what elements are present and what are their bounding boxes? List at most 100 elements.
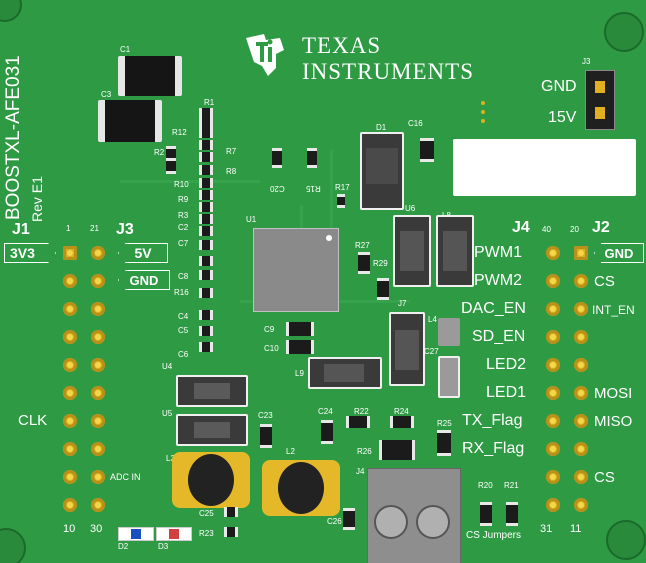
header-pin[interactable] (63, 330, 77, 344)
adc-label: ADC IN (110, 472, 141, 482)
header-pin[interactable] (574, 498, 588, 512)
header-pin[interactable] (574, 246, 588, 260)
via (481, 101, 485, 105)
resistor-r15 (307, 148, 317, 168)
j2-top-pin: 20 (570, 225, 579, 234)
v15-label: 15V (548, 109, 577, 126)
v33-tag: 3V3 (4, 243, 56, 263)
header-pin[interactable] (91, 498, 105, 512)
capacitor (199, 226, 213, 236)
resistor (199, 190, 213, 200)
r23-label: R23 (199, 529, 214, 538)
r26-label: R26 (357, 447, 372, 456)
header-pin[interactable] (91, 470, 105, 484)
int-en-label: INT_EN (592, 303, 635, 317)
header-pin[interactable] (546, 414, 560, 428)
header-pin[interactable] (574, 442, 588, 456)
resistor (199, 214, 213, 224)
r24-label: R24 (394, 407, 409, 416)
header-pin[interactable] (63, 386, 77, 400)
header-pin[interactable] (574, 274, 588, 288)
header-pin[interactable] (91, 246, 105, 260)
header-pin[interactable] (63, 442, 77, 456)
header-pin[interactable] (546, 442, 560, 456)
mounting-hole (0, 0, 22, 22)
led1-label: LED1 (486, 384, 527, 401)
header-pin[interactable] (546, 386, 560, 400)
r21-label: R21 (504, 481, 519, 490)
header-pin[interactable] (91, 442, 105, 456)
header-pin[interactable] (574, 414, 588, 428)
capacitor-c1 (118, 56, 182, 96)
led-d2 (118, 527, 154, 541)
header-pin[interactable] (91, 302, 105, 316)
header-pin[interactable] (574, 358, 588, 372)
header-pin[interactable] (546, 470, 560, 484)
header-pin[interactable] (574, 302, 588, 316)
resistor-r25 (437, 430, 451, 456)
header-pin[interactable] (546, 358, 560, 372)
header-pin[interactable] (546, 246, 560, 260)
board-name: BOOSTXL-AFE031 (3, 55, 24, 220)
resistor (199, 128, 213, 138)
v5-label: 5V (134, 245, 152, 261)
led2-label: LED2 (486, 356, 527, 373)
header-pin[interactable] (63, 274, 77, 288)
header-pin[interactable] (63, 302, 77, 316)
header-pin[interactable] (91, 386, 105, 400)
header-pin[interactable] (63, 498, 77, 512)
header-pin[interactable] (63, 358, 77, 372)
resistor (199, 202, 213, 212)
resistor-r29 (377, 278, 389, 300)
resistor-r26 (379, 440, 415, 460)
power-header[interactable] (585, 70, 615, 130)
clk-label: CLK (18, 412, 48, 429)
dac-en-label: DAC_EN (461, 300, 526, 317)
r27-label: R27 (355, 241, 370, 250)
header-pin[interactable] (63, 470, 77, 484)
header-pin[interactable] (574, 330, 588, 344)
c8-label: C8 (178, 272, 189, 281)
c23-label: C23 (258, 411, 273, 420)
header-pin[interactable] (91, 330, 105, 344)
resistor-r21 (506, 502, 518, 526)
capacitor (199, 310, 213, 320)
resistor-r22 (346, 416, 370, 428)
header-pin[interactable] (91, 358, 105, 372)
j4-bot-pin: 31 (540, 523, 553, 535)
resistor (199, 152, 213, 162)
r7-label: R7 (226, 147, 237, 156)
header-pin[interactable] (546, 498, 560, 512)
header-pin[interactable] (63, 246, 77, 260)
j3-top-label: J3 (582, 57, 591, 66)
j1-bot-pin: 10 (63, 523, 76, 535)
resistor-r23 (224, 527, 238, 537)
mounting-hole (604, 12, 644, 52)
header-pin[interactable] (91, 274, 105, 288)
capacitor-c9 (286, 322, 314, 336)
terminal-block-j4[interactable] (367, 468, 461, 563)
header-pin[interactable] (91, 414, 105, 428)
header-pin[interactable] (546, 330, 560, 344)
header-pin[interactable] (546, 274, 560, 288)
j7-label: J7 (398, 299, 407, 308)
j4-top-pin: 40 (542, 225, 551, 234)
header-pin[interactable] (574, 470, 588, 484)
r3-label: R3 (178, 211, 189, 220)
resistor-r17 (337, 194, 345, 208)
resistor (199, 140, 213, 150)
header-pin[interactable] (574, 386, 588, 400)
inductor-l4 (438, 318, 460, 346)
header-pin[interactable] (546, 302, 560, 316)
capacitor-c27 (438, 356, 460, 398)
resistor-r2b (166, 158, 176, 174)
gnd-top-label: GND (541, 78, 577, 95)
resistor (199, 165, 213, 175)
cs-jumpers-label: CS Jumpers (466, 530, 522, 541)
r20-label: R20 (478, 481, 493, 490)
mosi-label: MOSI (594, 385, 633, 402)
chip-u5 (176, 414, 248, 446)
header-pin[interactable] (63, 414, 77, 428)
j1-top-pin: 1 (66, 224, 71, 233)
